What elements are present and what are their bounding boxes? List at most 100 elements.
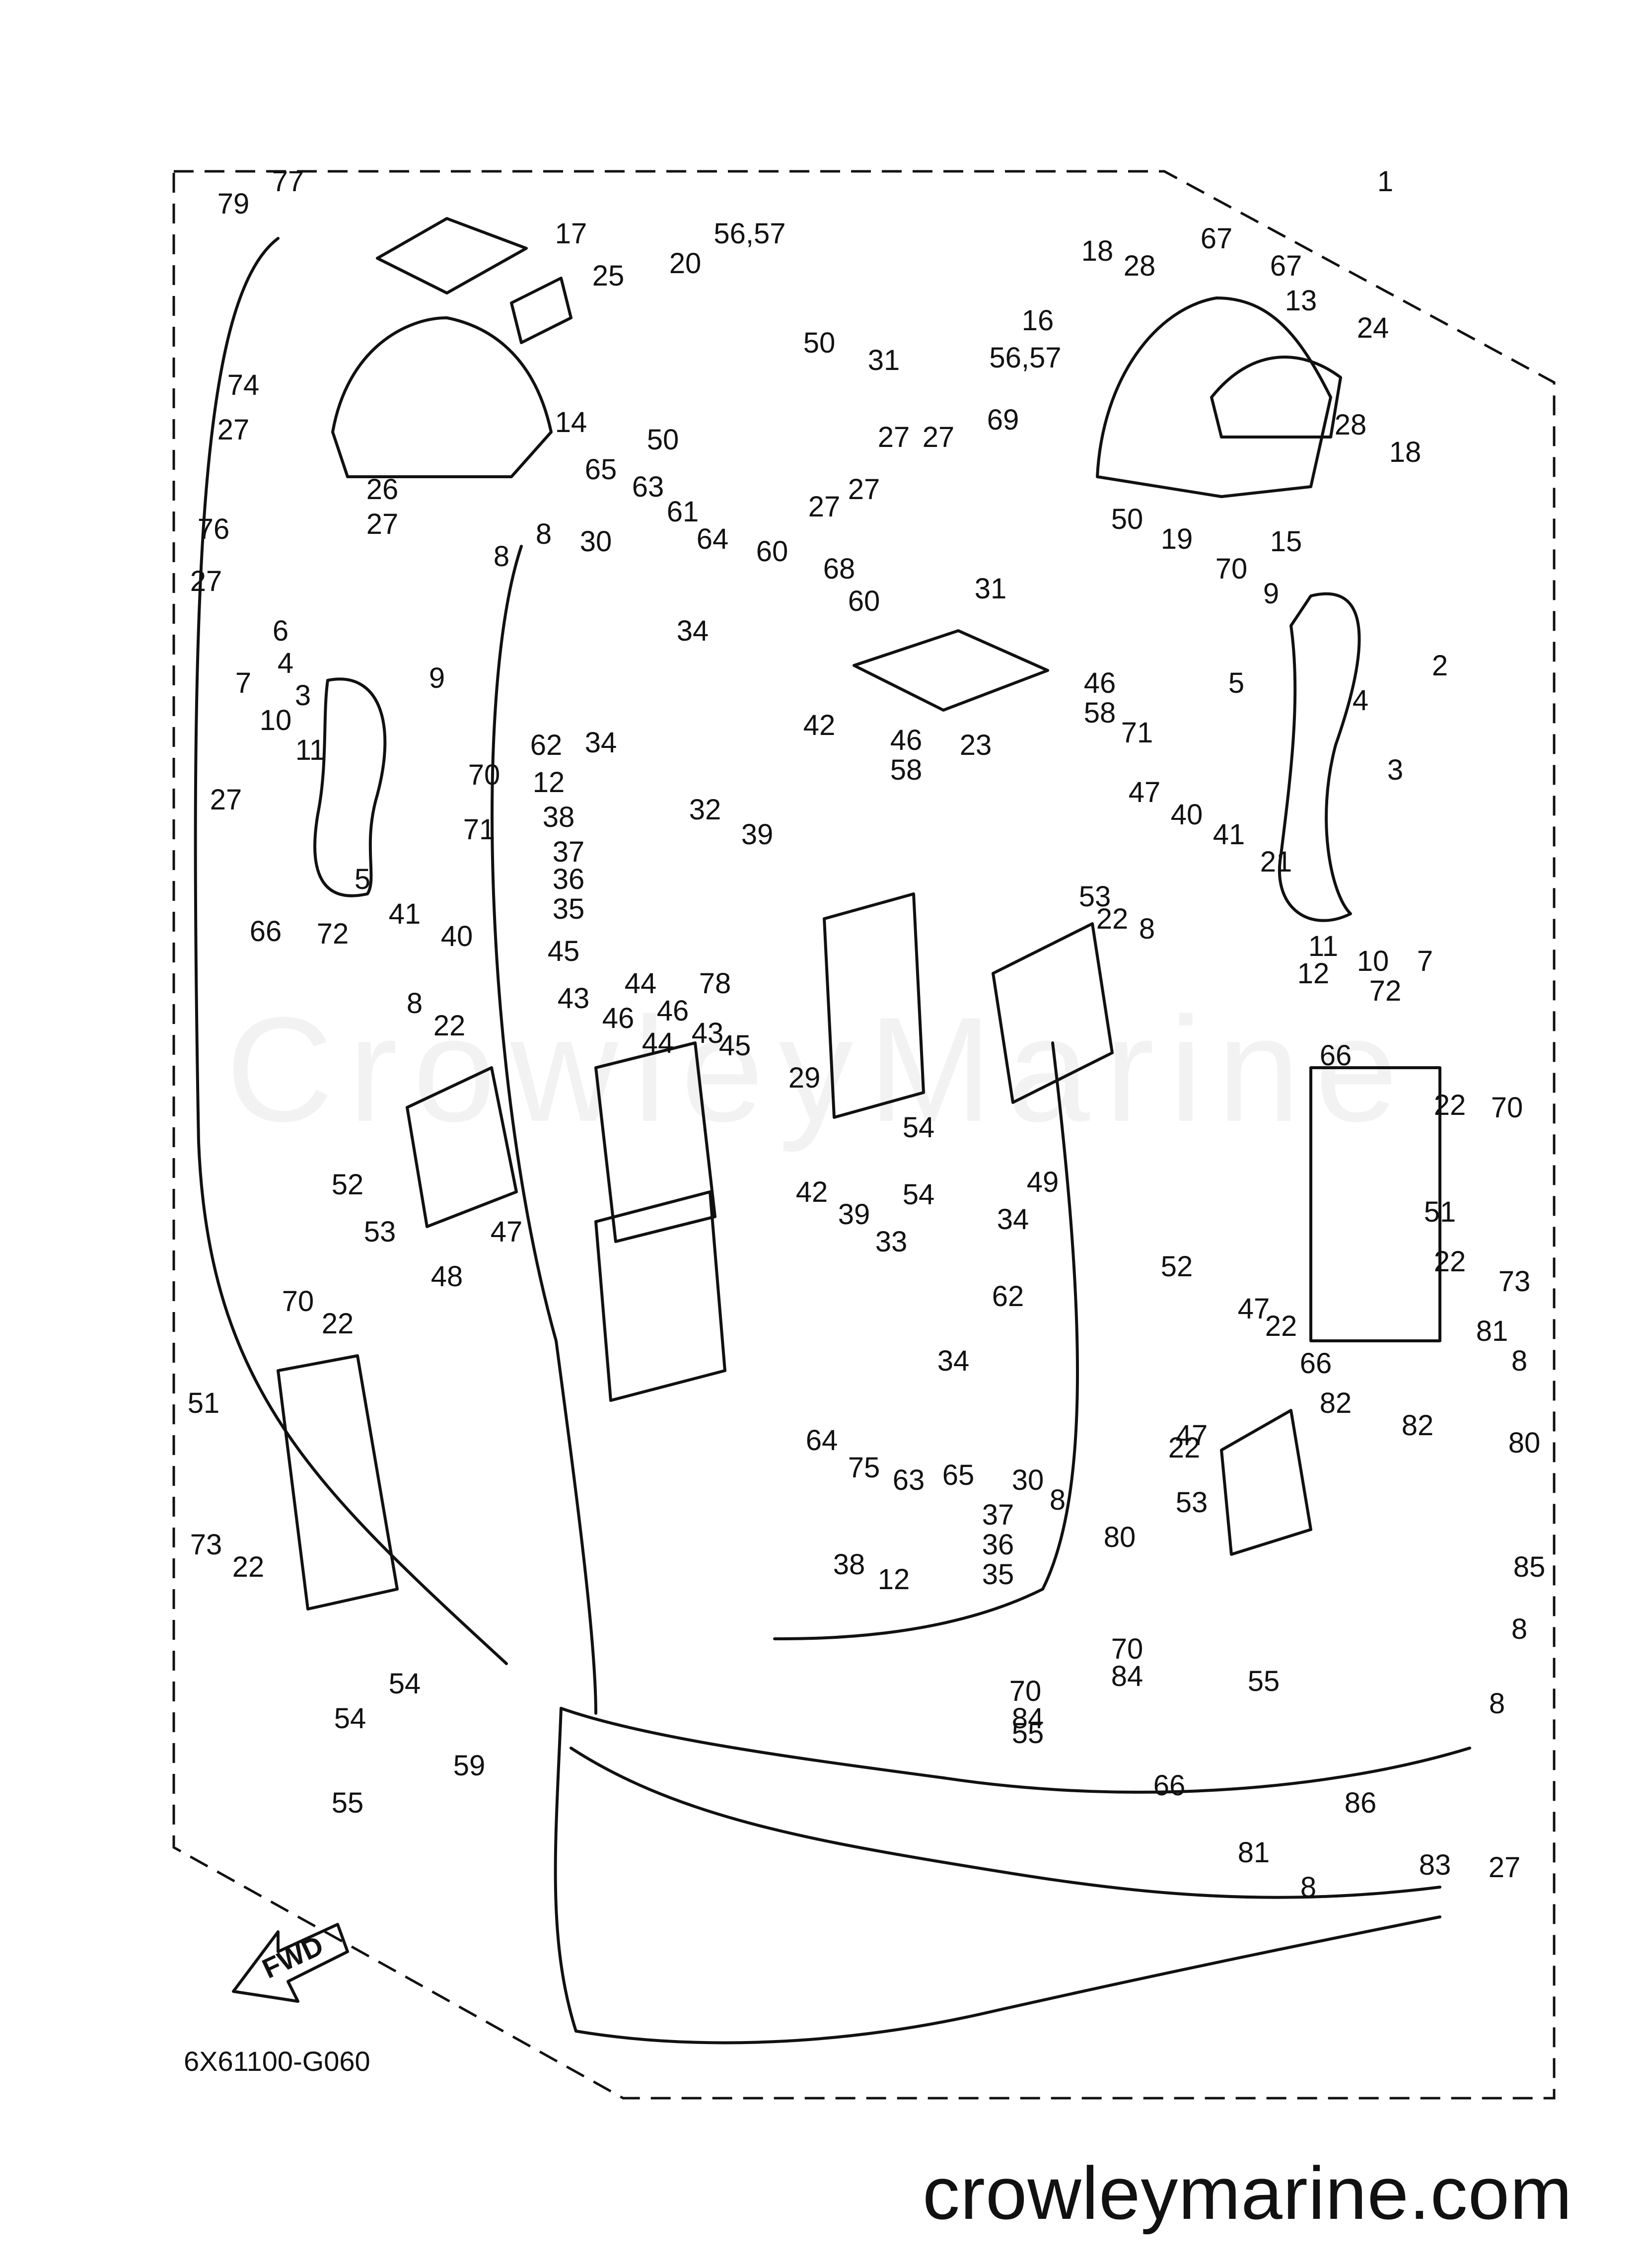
callout-9: 9 — [429, 662, 445, 694]
callout-76: 76 — [198, 513, 230, 545]
callout-39: 39 — [741, 818, 774, 851]
callout-51: 51 — [188, 1387, 220, 1419]
callout-29: 29 — [788, 1062, 821, 1094]
callout-55: 55 — [332, 1787, 364, 1819]
callout-66: 66 — [1320, 1039, 1352, 1072]
diagram-boundary — [172, 170, 1556, 2100]
callout-26: 26 — [366, 473, 399, 506]
callout-40: 40 — [441, 920, 473, 952]
callout-42: 42 — [803, 709, 836, 741]
callout-70: 70 — [1491, 1092, 1523, 1124]
callout-78: 78 — [699, 967, 731, 1000]
callout-49: 49 — [1027, 1166, 1059, 1198]
callout-22: 22 — [322, 1308, 354, 1340]
callout-12: 12 — [533, 766, 565, 799]
callout-12: 12 — [1297, 957, 1330, 990]
callout-58: 58 — [1084, 697, 1116, 729]
callout-8: 8 — [1489, 1687, 1505, 1720]
bracket-51-left — [277, 1354, 399, 1610]
throttle-lever-3-left — [313, 677, 387, 897]
callout-27: 27 — [808, 491, 841, 523]
callout-85: 85 — [1513, 1551, 1546, 1583]
plate-25 — [510, 277, 572, 344]
callout-66: 66 — [250, 915, 282, 948]
callout-8: 8 — [407, 987, 423, 1020]
callout-8: 8 — [1300, 1871, 1316, 1903]
callout-64: 64 — [806, 1424, 838, 1457]
callout-50: 50 — [803, 327, 836, 359]
callout-50: 50 — [647, 424, 679, 456]
callout-34: 34 — [937, 1345, 970, 1377]
callout-27: 27 — [878, 421, 910, 453]
callout-47: 47 — [491, 1216, 523, 1248]
callout-54: 54 — [334, 1702, 366, 1735]
cover-housing-14 — [331, 316, 553, 478]
callout-46: 46 — [890, 724, 923, 756]
callout-42: 42 — [796, 1176, 828, 1208]
callout-71: 71 — [463, 813, 496, 846]
callout-3: 3 — [1387, 754, 1403, 786]
drawing-code: 6X61100-G060 — [184, 2046, 370, 2077]
callout-84: 84 — [1012, 1702, 1044, 1735]
callout-34: 34 — [677, 615, 709, 647]
callout-22: 22 — [1168, 1432, 1201, 1464]
callout-36: 36 — [553, 863, 585, 895]
callout-53: 53 — [364, 1216, 396, 1248]
callout-8: 8 — [1511, 1345, 1527, 1377]
callout-22: 22 — [232, 1551, 265, 1583]
callout-86: 86 — [1345, 1787, 1377, 1819]
callout-32: 32 — [689, 794, 721, 826]
callout-1: 1 — [1377, 165, 1393, 198]
callout-80: 80 — [1104, 1521, 1136, 1553]
callout-54: 54 — [389, 1668, 421, 1700]
callout-81: 81 — [1238, 1836, 1270, 1869]
callout-62: 62 — [530, 729, 563, 761]
forward-arrow-shape — [232, 1923, 349, 2003]
callout-55: 55 — [1012, 1717, 1044, 1750]
callout-24: 24 — [1357, 312, 1389, 344]
callout-27: 27 — [848, 473, 880, 506]
callout-23: 23 — [960, 729, 992, 761]
callout-70: 70 — [468, 759, 500, 791]
callout-13: 13 — [1285, 285, 1317, 317]
callout-27: 27 — [210, 784, 242, 816]
callout-9: 9 — [1263, 578, 1279, 610]
callout-8: 8 — [1050, 1484, 1066, 1516]
callout-73: 73 — [1499, 1265, 1531, 1298]
callout-44: 44 — [642, 1027, 674, 1059]
callout-47: 47 — [1176, 1419, 1208, 1452]
callout-28: 28 — [1335, 409, 1367, 441]
callout-43: 43 — [558, 982, 590, 1015]
callout-21: 21 — [1260, 846, 1292, 878]
callout-72: 72 — [317, 918, 349, 950]
callout-31: 31 — [975, 573, 1007, 605]
callout-59: 59 — [453, 1750, 486, 1782]
callout-53: 53 — [1176, 1486, 1208, 1519]
callout-70: 70 — [1009, 1675, 1042, 1707]
callout-52: 52 — [1161, 1250, 1193, 1283]
callout-46: 46 — [657, 995, 689, 1027]
callout-2: 2 — [1432, 650, 1448, 682]
callout-15: 15 — [1270, 525, 1302, 558]
callout-27: 27 — [217, 414, 250, 446]
callout-4: 4 — [278, 647, 293, 679]
cover-plate-24 — [1210, 356, 1342, 439]
callout-66: 66 — [1153, 1769, 1186, 1802]
callout-47: 47 — [1238, 1293, 1270, 1325]
callout-58: 58 — [890, 754, 923, 786]
callout-41: 41 — [389, 898, 421, 930]
callout-27: 27 — [1489, 1851, 1521, 1884]
callout-55: 55 — [1248, 1665, 1280, 1697]
callout-30: 30 — [580, 525, 612, 558]
callout-70: 70 — [282, 1285, 314, 1317]
wire-loop-left — [194, 237, 508, 1665]
callout-60: 60 — [848, 585, 880, 617]
callout-37: 37 — [553, 836, 585, 868]
callout-77: 77 — [272, 165, 304, 198]
callout-65: 65 — [942, 1459, 975, 1491]
center-housing-78 — [594, 1041, 716, 1243]
callout-70: 70 — [1111, 1633, 1143, 1665]
tray-23 — [853, 629, 1049, 712]
callout-38: 38 — [543, 801, 575, 833]
